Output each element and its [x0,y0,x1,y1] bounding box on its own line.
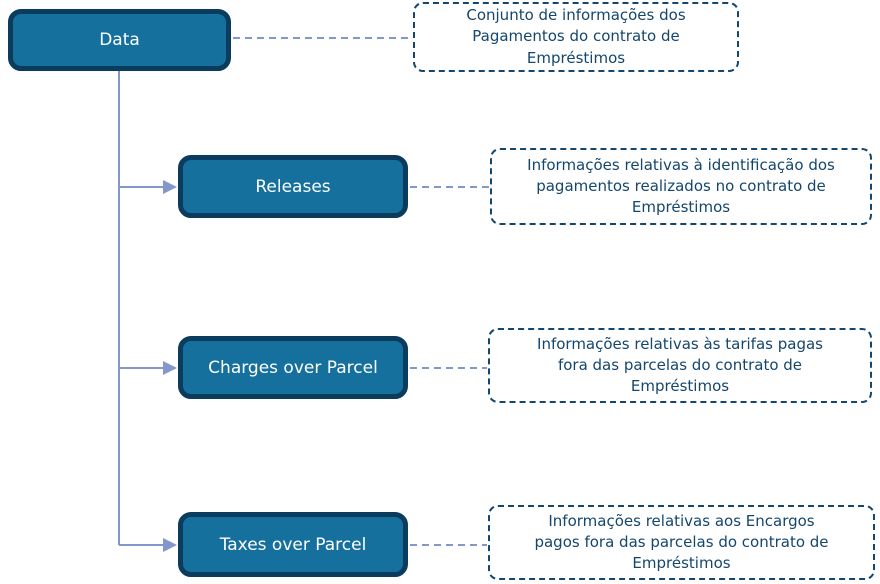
node-data: Data [8,9,231,71]
node-data-label: Data [99,30,140,50]
node-charges-label: Charges over Parcel [208,357,378,378]
note-charges-over-parcel: Informações relativas às tarifas pagas f… [488,328,872,403]
node-releases: Releases [178,155,408,218]
arrowhead-taxes-icon [163,538,177,552]
node-releases-label: Releases [255,176,331,197]
note-taxes-text: Informações relativas aos Encargos pagos… [534,511,829,573]
arrowhead-releases-icon [163,180,177,194]
node-charges-over-parcel: Charges over Parcel [178,336,408,399]
note-data-text: Conjunto de informações dos Pagamentos d… [466,6,686,67]
note-taxes-over-parcel: Informações relativas aos Encargos pagos… [488,505,875,580]
node-taxes-over-parcel: Taxes over Parcel [178,512,408,577]
node-taxes-label: Taxes over Parcel [219,534,367,555]
note-data: Conjunto de informações dos Pagamentos d… [413,2,739,72]
note-charges-text: Informações relativas às tarifas pagas f… [537,334,823,396]
note-releases-text: Informações relativas à identificação do… [527,155,835,217]
note-releases: Informações relativas à identificação do… [490,148,872,225]
arrowhead-charges-icon [163,361,177,375]
